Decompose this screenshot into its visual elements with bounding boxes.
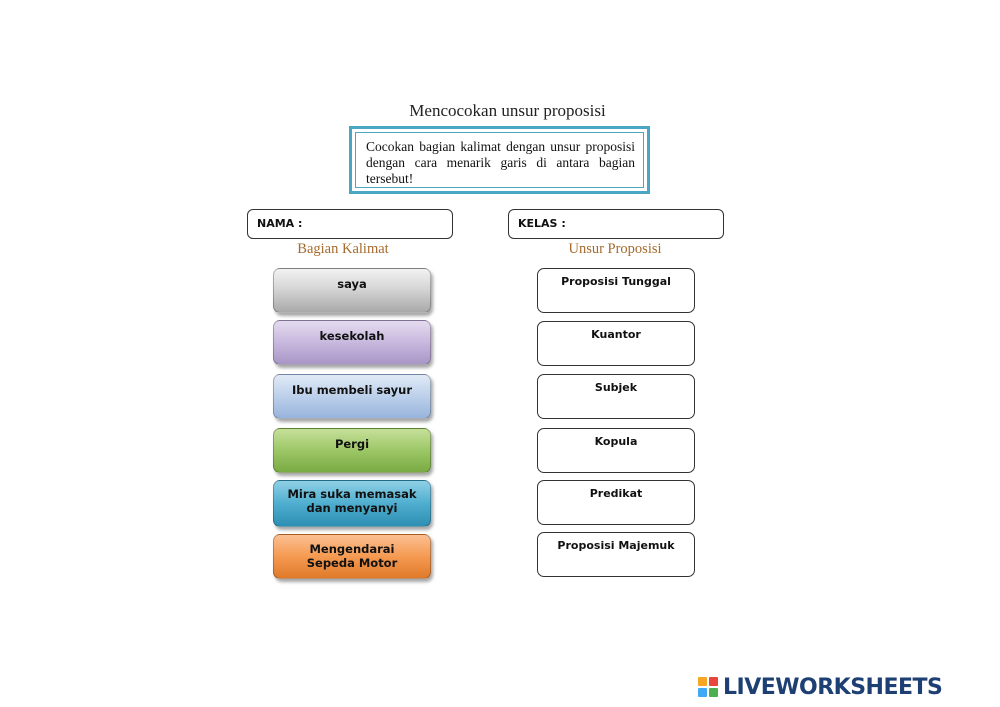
left-item-line1: Mengendarai: [309, 542, 395, 556]
left-item-mira-suka-memasak[interactable]: Mira suka memasak dan menyanyi: [273, 480, 431, 527]
kelas-field[interactable]: KELAS :: [508, 209, 724, 239]
left-item-line2: dan menyanyi: [306, 501, 398, 515]
kelas-label: KELAS :: [518, 217, 566, 230]
page-title: Mencocokan unsur proposisi: [409, 101, 606, 120]
left-item-saya[interactable]: saya: [273, 268, 431, 313]
brand-name: LIVEWORKSHEETS: [723, 674, 943, 700]
left-item-pergi[interactable]: Pergi: [273, 428, 431, 473]
right-item-proposisi-tunggal[interactable]: Proposisi Tunggal: [537, 268, 695, 313]
left-column-header: Bagian Kalimat: [297, 241, 389, 257]
right-item-kuantor[interactable]: Kuantor: [537, 321, 695, 366]
right-item-kopula[interactable]: Kopula: [537, 428, 695, 473]
instruction-text: Cocokan bagian kalimat dengan unsur prop…: [355, 132, 644, 188]
left-item-line1: Pergi: [334, 437, 370, 451]
right-item-proposisi-majemuk[interactable]: Proposisi Majemuk: [537, 532, 695, 577]
instruction-box: Cocokan bagian kalimat dengan unsur prop…: [349, 126, 650, 194]
nama-label: NAMA :: [257, 217, 303, 230]
left-item-line1: Ibu membeli sayur: [292, 383, 412, 397]
left-item-line1: saya: [337, 277, 367, 291]
liveworksheets-logo: LIVEWORKSHEETS: [698, 672, 943, 702]
left-item-line1: kesekolah: [319, 329, 385, 343]
right-column-header: Unsur Proposisi: [568, 241, 662, 257]
left-item-ibu-membeli-sayur[interactable]: Ibu membeli sayur: [273, 374, 431, 419]
left-item-kesekolah[interactable]: kesekolah: [273, 320, 431, 365]
left-item-line1: Mira suka memasak: [287, 487, 417, 501]
left-item-mengendarai-sepeda-motor[interactable]: Mengendarai Sepeda Motor: [273, 534, 431, 579]
logo-blocks-icon: [698, 677, 718, 697]
right-item-subjek[interactable]: Subjek: [537, 374, 695, 419]
nama-field[interactable]: NAMA :: [247, 209, 453, 239]
right-item-predikat[interactable]: Predikat: [537, 480, 695, 525]
left-item-line2: Sepeda Motor: [306, 556, 398, 570]
